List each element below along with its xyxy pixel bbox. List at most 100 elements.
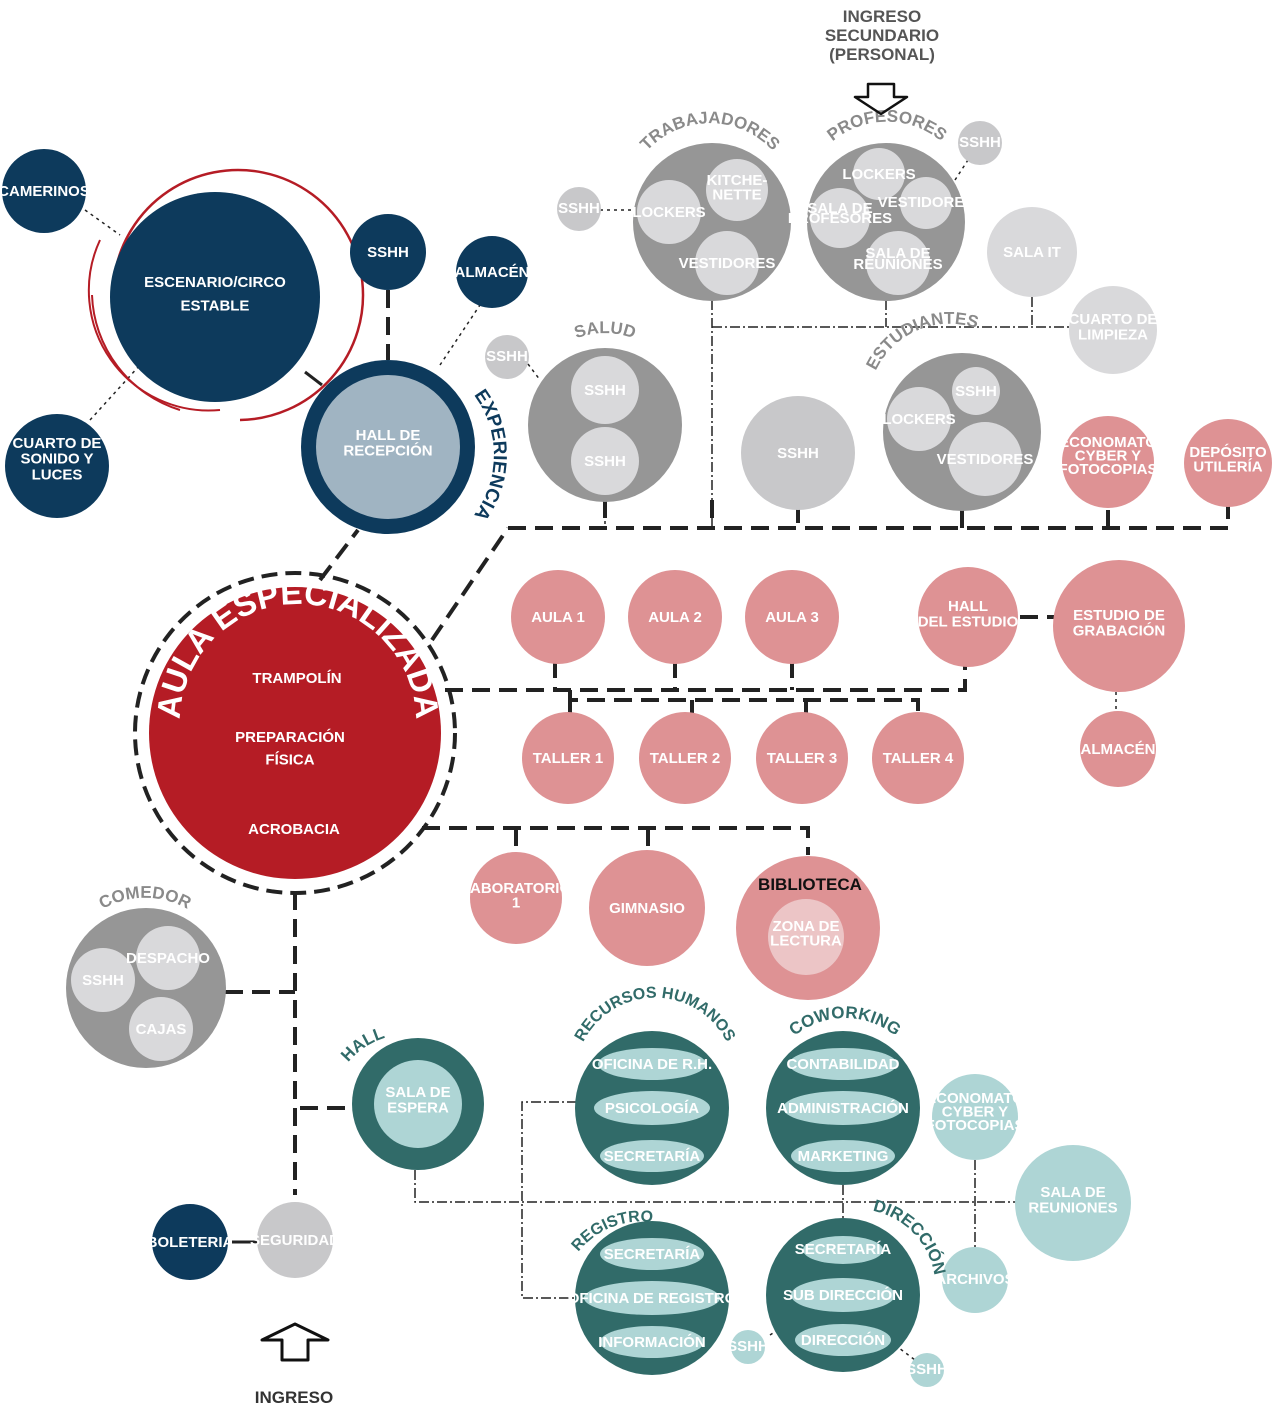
cajas-circle xyxy=(129,997,193,1061)
oficina-rh-pill xyxy=(598,1048,706,1080)
sshh-dir2-circle xyxy=(910,1353,944,1387)
sshh-est-circle xyxy=(952,367,1000,415)
registro-cluster: SECRETARÍA OFICINA DE REGISTRO INFORMACI… xyxy=(568,1208,737,1375)
sshh-salud-2-circle xyxy=(571,427,639,495)
vestidores-prof-label: VESTIDORES xyxy=(878,194,975,211)
escenario-circle xyxy=(110,192,320,402)
administracion-pill xyxy=(783,1091,903,1125)
camerinos-circle xyxy=(2,149,86,233)
stage-arc-inner xyxy=(87,239,221,412)
lockers-trab-circle xyxy=(637,180,701,244)
taller3-label: TALLER 3 xyxy=(767,750,838,767)
sshh-comedor-circle xyxy=(71,948,135,1012)
seguridad-label: SEGURIDAD xyxy=(250,1232,340,1249)
taller1-label: TALLER 1 xyxy=(533,750,604,767)
biblioteca-label: BIBLIOTECA xyxy=(758,875,862,894)
gimnasio-circle xyxy=(589,850,705,966)
secretaria-rh-pill xyxy=(600,1140,704,1172)
sshh-prof-side-circle xyxy=(958,121,1002,165)
sala-reuniones-teal-circle xyxy=(1015,1145,1131,1261)
direccion-label: DIRECCIÓN xyxy=(801,1331,885,1349)
lockers-est-circle xyxy=(887,387,951,451)
aula2-circle xyxy=(628,570,722,664)
sshh-salud-2-label: SSHH xyxy=(584,453,626,470)
sala-it-circle xyxy=(987,207,1077,297)
sshh-dir2-label: SSHH xyxy=(906,1361,948,1378)
ingreso-secundario-arrow-icon xyxy=(853,82,909,116)
vestidores-est-label: VESTIDORES xyxy=(937,451,1034,468)
boleteria-circle xyxy=(152,1204,228,1280)
aula-circle xyxy=(149,587,441,879)
salud-circle xyxy=(528,348,682,502)
aula-especializada: AULA ESPECIALIZADA TRAMPOLÍN PREPARACIÓN… xyxy=(133,571,457,895)
aula-item-trampolin: TRAMPOLÍN xyxy=(252,670,341,687)
taller2-label: TALLER 2 xyxy=(650,750,721,767)
aula1-label: AULA 1 xyxy=(531,609,585,626)
sub-direccion-label: SUB DIRECCIÓN xyxy=(783,1286,903,1304)
sala-espera-circle xyxy=(374,1060,462,1148)
stage-arc-outer xyxy=(111,168,365,422)
almacen-pink-label: ALMACÉN xyxy=(1081,741,1156,758)
administracion-label: ADMINISTRACIÓN xyxy=(777,1099,909,1117)
taller2-circle xyxy=(639,712,731,804)
vestidores-est-circle xyxy=(948,422,1022,496)
estudio-grab-circle xyxy=(1053,560,1185,692)
gimnasio-label: GIMNASIO xyxy=(609,900,685,917)
kitchenette-circle xyxy=(706,159,768,221)
sshh-trab-side-circle xyxy=(557,187,601,231)
sshh-salud-1-circle xyxy=(571,356,639,424)
taller1-circle xyxy=(522,712,614,804)
almacen-pink-circle xyxy=(1080,711,1156,787)
trabajadores-cluster: SSHH LOCKERS KITCHE-NETTE VESTIDORES TRA… xyxy=(557,108,791,301)
contabilidad-label: CONTABILIDAD xyxy=(786,1056,899,1073)
comedor-cluster: SSHH DESPACHO CAJAS COMEDOR xyxy=(66,883,226,1068)
lockers-trab-label: LOCKERS xyxy=(632,204,705,221)
secretaria-reg-pill xyxy=(600,1238,704,1270)
cuarto-sonido-circle xyxy=(5,414,109,518)
lockers-est-label: LOCKERS xyxy=(882,411,955,428)
oficina-rh-label: OFICINA DE R.H. xyxy=(592,1056,712,1073)
almacen-navy-label: ALMACÉN xyxy=(455,264,530,281)
sshh-comedor-label: SSHH xyxy=(82,972,124,989)
talleres: TALLER 1 TALLER 2 TALLER 3 TALLER 4 xyxy=(522,712,964,804)
economato-teal-circle xyxy=(932,1074,1018,1160)
sshh-trab-side-label: SSHH xyxy=(558,200,600,217)
despacho-label: DESPACHO xyxy=(126,950,210,967)
sshh-dir1-label: SSHH xyxy=(727,1338,769,1355)
aula3-label: AULA 3 xyxy=(765,609,819,626)
aula-item-acrobacia: ACROBACIA xyxy=(248,821,340,838)
ingreso-arrow-icon xyxy=(260,1322,330,1362)
estudiantes-cluster: LOCKERS SSHH VESTIDORES ESTUDIANTES xyxy=(862,309,1041,511)
taller4-label: TALLER 4 xyxy=(883,750,954,767)
aula1-circle xyxy=(511,570,605,664)
kitchenette-label: KITCHE-NETTE xyxy=(707,172,768,204)
boleteria-label: BOLETERIA xyxy=(147,1234,234,1251)
connectors xyxy=(84,159,1230,1361)
oficina-registro-label: OFICINA DE REGISTRO xyxy=(568,1290,737,1307)
secretaria-rh-label: SECRETARÍA xyxy=(604,1148,701,1165)
seguridad-circle xyxy=(257,1202,333,1278)
oficina-registro-pill xyxy=(584,1281,720,1315)
sshh-salud-1-label: SSHH xyxy=(584,382,626,399)
contabilidad-pill xyxy=(789,1048,897,1080)
informacion-pill xyxy=(600,1326,704,1358)
sub-direccion-pill xyxy=(791,1278,895,1312)
vestidores-trab-circle xyxy=(695,231,759,295)
